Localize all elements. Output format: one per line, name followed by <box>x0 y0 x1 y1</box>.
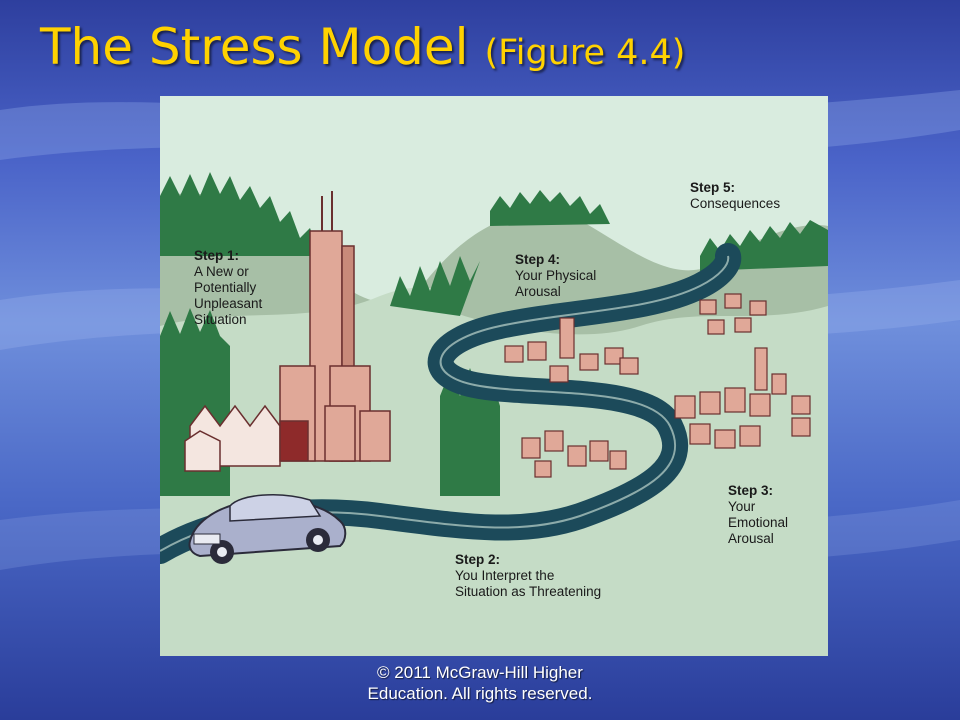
step-3-head: Step 3: <box>728 483 774 498</box>
step-4-body: Your Physical Arousal <box>515 268 597 299</box>
step-5-head: Step 5: <box>690 180 736 195</box>
city-buildings <box>184 191 391 472</box>
figure-illustration <box>160 172 828 656</box>
title-main: The Stress Model <box>40 18 469 76</box>
step-1-body: A New or Potentially Unpleasant Situatio… <box>194 264 263 327</box>
village-mid <box>504 317 639 478</box>
stress-model-figure: Step 1: A New or Potentially Unpleasant … <box>160 96 828 656</box>
step-4-head: Step 4: <box>515 252 561 267</box>
step-5-body: Consequences <box>690 196 781 211</box>
step-4-label: Step 4: Your Physical Arousal <box>515 252 596 300</box>
step-1-label: Step 1: A New or Potentially Unpleasant … <box>194 248 262 328</box>
slide-title: The Stress Model (Figure 4.4) <box>40 22 685 72</box>
car-icon <box>188 494 347 564</box>
title-figure-ref: (Figure 4.4) <box>484 33 686 73</box>
step-1-head: Step 1: <box>194 248 240 263</box>
step-2-body: You Interpret the Situation as Threateni… <box>455 568 602 599</box>
copyright-footer: © 2011 McGraw-Hill Higher Education. All… <box>0 662 960 704</box>
step-5-label: Step 5: Consequences <box>690 180 780 212</box>
footer-line-2: Education. All rights reserved. <box>367 684 593 703</box>
village-right <box>674 293 811 449</box>
step-2-head: Step 2: <box>455 552 501 567</box>
footer-line-1: © 2011 McGraw-Hill Higher <box>377 663 583 682</box>
step-3-label: Step 3: Your Emotional Arousal <box>728 483 788 547</box>
step-3-body: Your Emotional Arousal <box>728 499 789 546</box>
step-2-label: Step 2: You Interpret the Situation as T… <box>455 552 601 600</box>
